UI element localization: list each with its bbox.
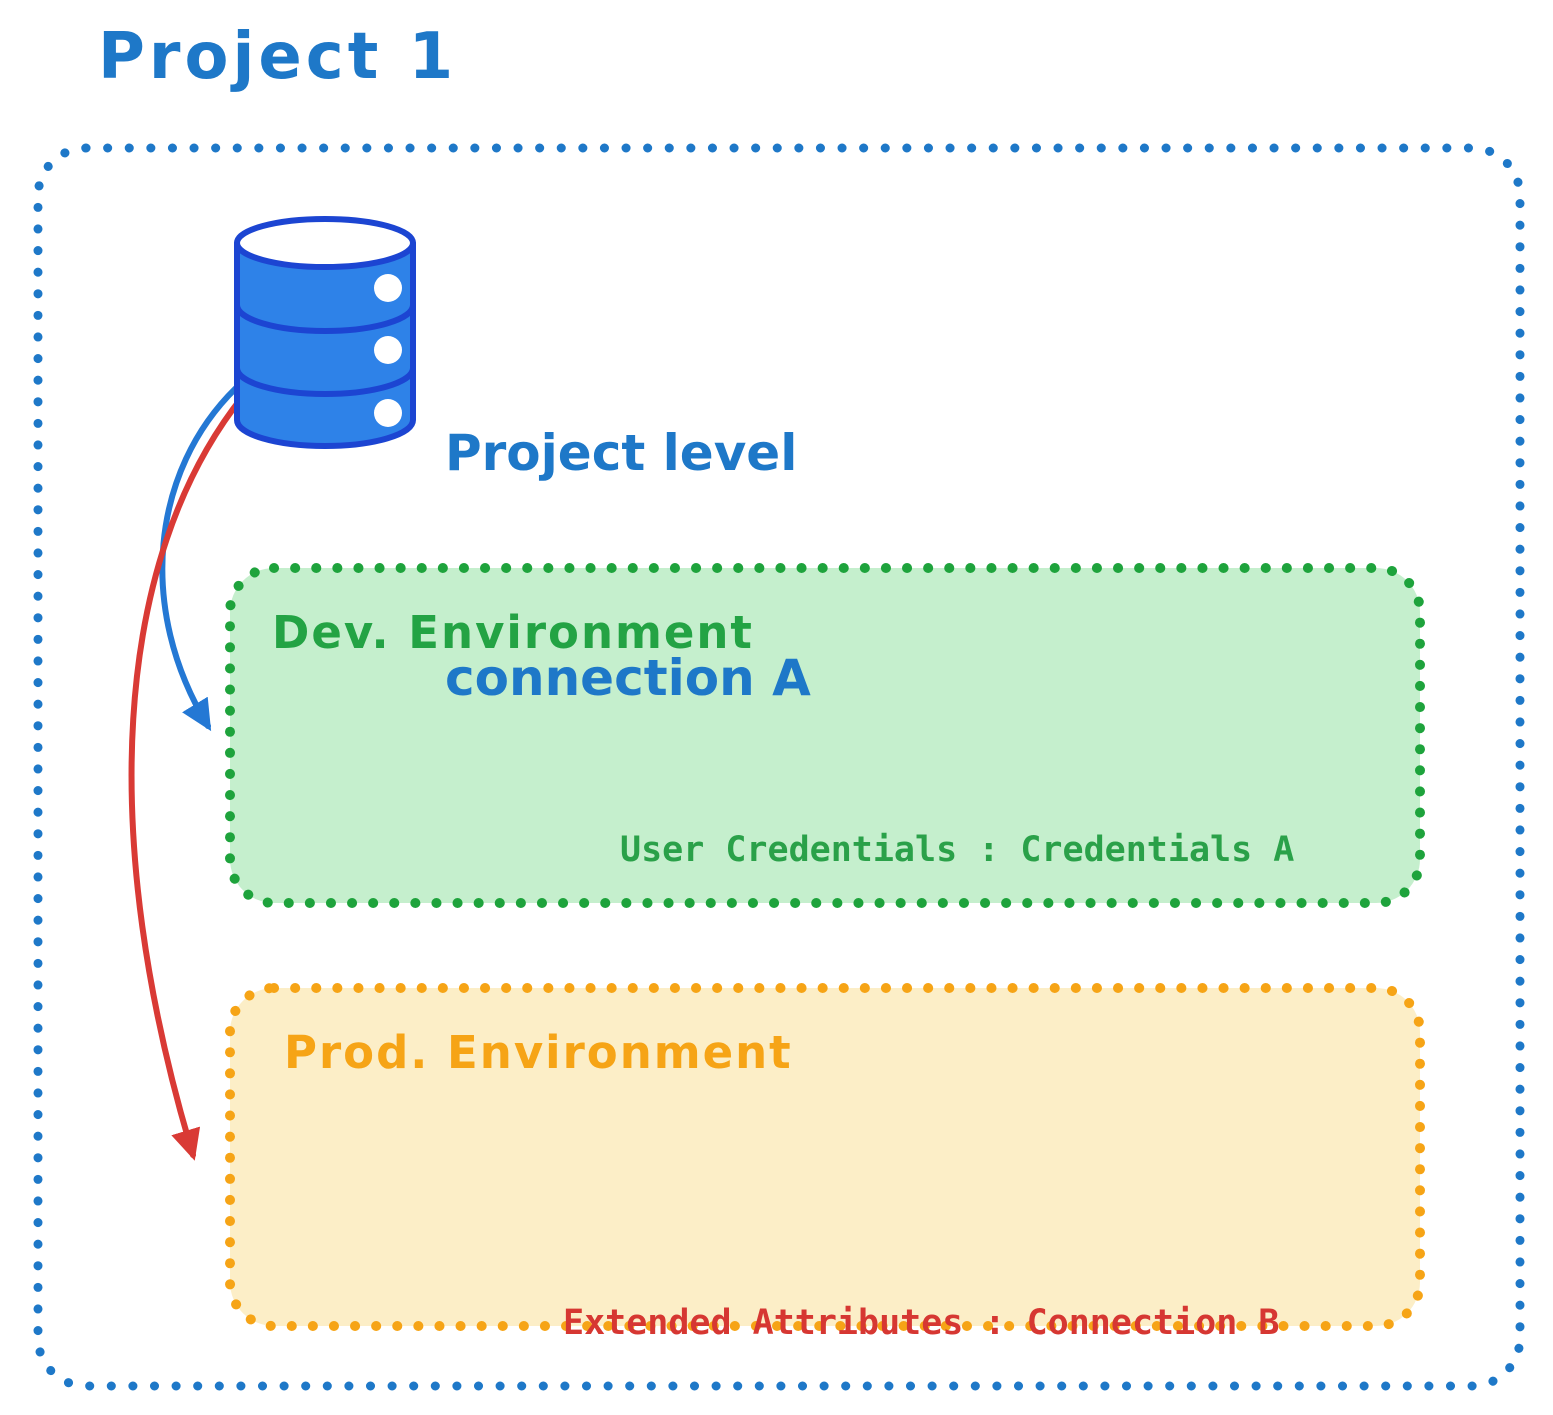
prod-attributes-line1: Extended Attributes : Connection B: [563, 1303, 1280, 1343]
dev-credentials-text: User Credentials : Credentials A: [620, 830, 1295, 870]
database-label: Project level connection A: [445, 266, 811, 866]
blue-arrow: [159, 385, 239, 732]
dev-environment-label: Dev. Environment: [272, 606, 754, 659]
database-icon: [234, 216, 416, 449]
red-arrow: [128, 393, 246, 1161]
prod-attributes-text: Extended Attributes : Connection B Ext.A…: [563, 1192, 1301, 1415]
prod-environment-label: Prod. Environment: [284, 1026, 793, 1079]
database-label-line2: connection A: [445, 649, 811, 707]
database-label-line1: Project level: [445, 424, 798, 482]
project-title: Project 1: [98, 20, 458, 94]
dev-environment-box: [225, 563, 1425, 908]
project-boundary-box: [33, 143, 1525, 1391]
prod-environment-box: [225, 983, 1425, 1331]
